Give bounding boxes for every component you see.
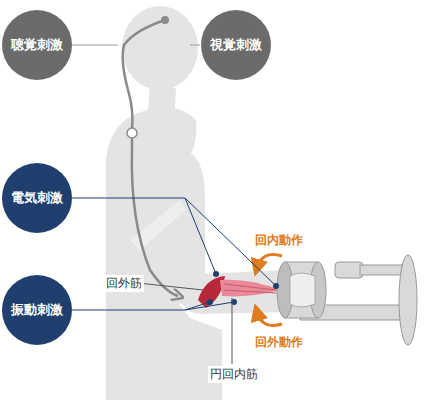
stimulus-circle: 聴覚刺激	[2, 10, 72, 80]
rotation-device	[277, 255, 417, 345]
leader-line	[138, 283, 203, 290]
stimulus-circle: 視覚刺激	[201, 10, 271, 80]
stimulus-circle: 振動刺激	[2, 275, 72, 345]
stimulus-label: 視覚刺激	[210, 36, 262, 54]
stimulus-circle: 電気刺激	[2, 163, 72, 233]
circle-fill	[2, 10, 72, 80]
electrode-wires	[72, 198, 276, 310]
brain-dot	[161, 16, 169, 24]
circle-fill	[2, 275, 72, 345]
motion-label: 回外動作	[253, 334, 305, 351]
nerve-path	[123, 20, 178, 296]
stimulus-label: 電気刺激	[11, 189, 63, 207]
muscle-label: 回外筋	[104, 275, 144, 292]
muscle-fibers	[224, 284, 276, 293]
spinal-node	[127, 128, 137, 138]
leader-line	[190, 45, 200, 46]
supination-arrow	[257, 312, 282, 326]
circle-fill	[201, 10, 271, 80]
stimulus-label: 聴覚刺激	[11, 36, 63, 54]
circle-fill	[2, 163, 72, 233]
muscle-label: 円回内筋	[208, 366, 260, 383]
electrode-dots	[207, 271, 279, 305]
leader-line	[232, 298, 233, 364]
pronator-muscle	[220, 280, 280, 297]
pronation-arrow	[257, 255, 282, 269]
leader-line	[70, 45, 118, 46]
motion-label: 回内動作	[253, 232, 305, 249]
stimulus-label: 振動刺激	[11, 301, 63, 319]
